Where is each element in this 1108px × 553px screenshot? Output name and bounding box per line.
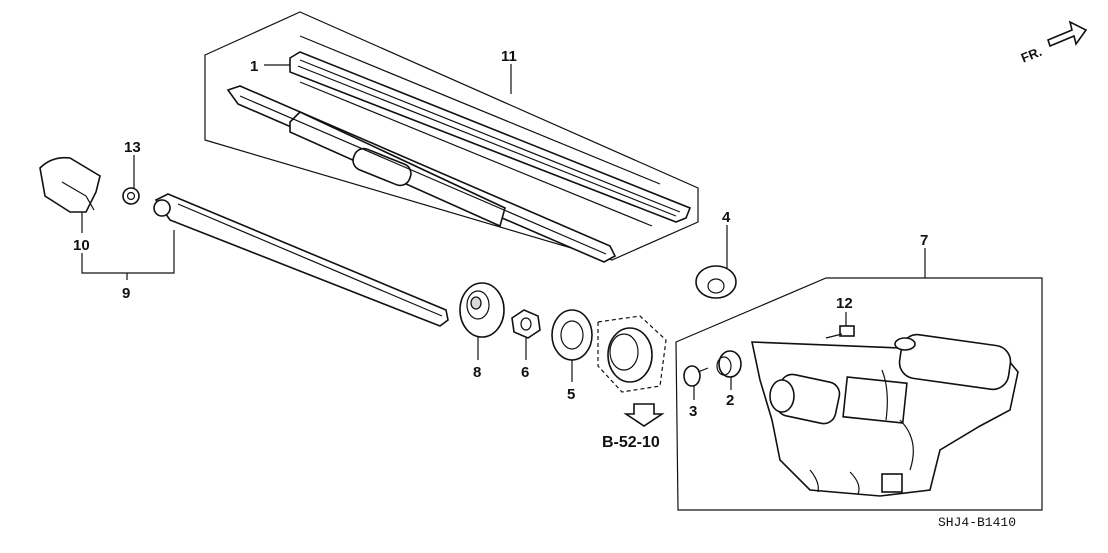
callout-11: 11 — [501, 48, 517, 65]
spacer — [716, 350, 742, 378]
callout-5: 5 — [567, 386, 575, 403]
pivot-seal — [459, 282, 505, 338]
hex-nut — [511, 309, 541, 339]
reference-arrow — [623, 403, 665, 427]
bushing — [551, 309, 593, 361]
wiper-blade — [226, 85, 617, 263]
callout-1: 1 — [250, 58, 258, 75]
wiper-rubber-strip — [289, 35, 692, 227]
motor-assembly-box — [675, 277, 1043, 511]
callouts: 1 11 13 10 9 4 7 12 8 6 5 2 3 — [73, 48, 928, 420]
front-direction-arrow — [1047, 20, 1088, 48]
callout-9: 9 — [122, 285, 130, 302]
callout-6: 6 — [521, 364, 529, 381]
callout-12: 12 — [836, 295, 853, 312]
washer — [695, 265, 737, 299]
grommet — [597, 315, 667, 393]
callout-2: 2 — [726, 392, 734, 409]
callout-10: 10 — [73, 237, 90, 254]
wiper-motor — [751, 333, 1019, 497]
leader-lines — [81, 64, 926, 400]
wiper-arm — [153, 193, 449, 327]
bolt — [825, 325, 855, 339]
callout-7: 7 — [920, 232, 928, 249]
callout-13: 13 — [124, 139, 141, 156]
arm-nut — [122, 187, 140, 205]
callout-8: 8 — [473, 364, 481, 381]
callout-3: 3 — [689, 403, 697, 420]
cap — [683, 365, 709, 387]
blade-assembly-box — [204, 11, 699, 261]
callout-4: 4 — [722, 209, 731, 226]
direction-label: FR. — [1019, 44, 1044, 66]
reference-label: B-52-10 — [602, 434, 660, 451]
arm-cap — [39, 156, 101, 213]
diagram-code: SHJ4-B1410 — [938, 515, 1016, 530]
